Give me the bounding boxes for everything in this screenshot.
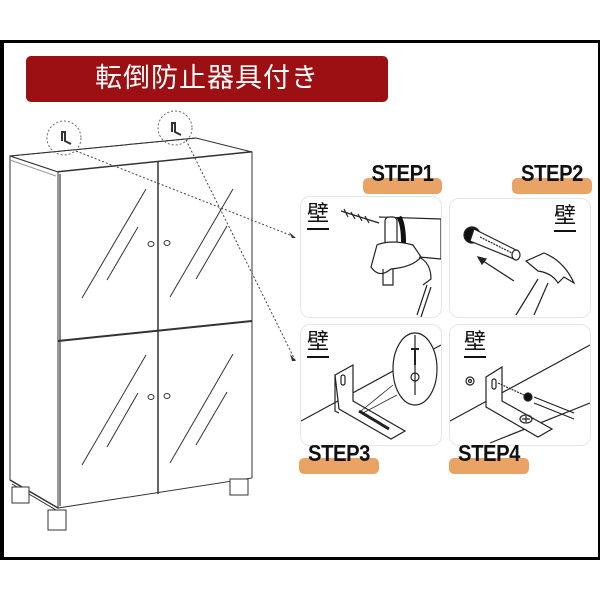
step4-label: STEP4 <box>458 440 520 466</box>
step1-panel: 壁 <box>300 196 442 318</box>
step4-heading: STEP4 <box>449 438 529 478</box>
bracket-icon <box>301 332 441 440</box>
step4-panel: 壁 <box>449 324 591 446</box>
step3-panel: 壁 <box>300 324 442 446</box>
step2-label: STEP2 <box>521 160 583 186</box>
title-banner: 転倒防止器具付き <box>26 56 388 102</box>
step1-heading: STEP1 <box>363 158 442 198</box>
banner-title: 転倒防止器具付き <box>95 63 319 94</box>
step3-heading: STEP3 <box>299 438 379 478</box>
step-pill <box>299 458 379 474</box>
drill-icon <box>340 208 441 317</box>
wall-label: 壁 <box>307 203 330 230</box>
wall-label: 壁 <box>553 205 576 232</box>
step-pill <box>449 458 529 474</box>
step2-panel: 壁 <box>449 198 591 318</box>
step2-heading: STEP2 <box>512 158 592 198</box>
screwdriver-icon <box>450 344 590 444</box>
wall-label: 壁 <box>464 331 487 358</box>
step-pill <box>512 178 592 194</box>
step3-label: STEP3 <box>308 440 370 466</box>
step-pill <box>363 178 442 194</box>
step1-label: STEP1 <box>371 160 434 186</box>
hammer-anchor-icon <box>463 226 576 316</box>
wall-label: 壁 <box>307 331 330 358</box>
